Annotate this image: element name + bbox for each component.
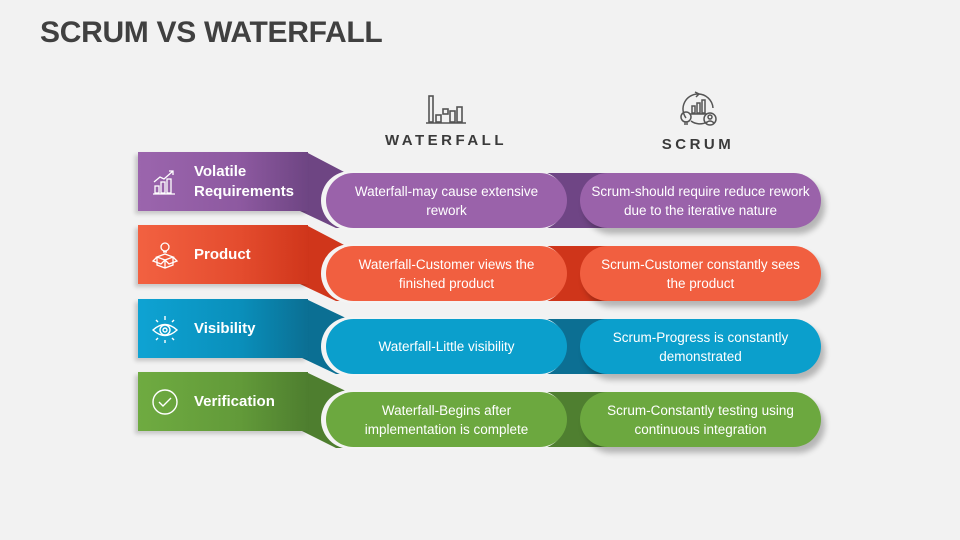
waterfall-column-header: WATERFALL bbox=[346, 94, 546, 149]
row-label: Product bbox=[194, 245, 251, 263]
waterfall-cell: Waterfall-may cause extensive rework bbox=[326, 173, 567, 228]
check-circle-icon bbox=[150, 387, 180, 417]
waterfall-cell: Waterfall-Little visibility bbox=[326, 319, 567, 374]
row-label-tab: Volatile Requirements bbox=[138, 152, 308, 211]
comparison-row-visibility: Visibility Waterfall-Little visibility S… bbox=[0, 299, 960, 379]
page-title: SCRUM VS WATERFALL bbox=[40, 16, 383, 49]
waterfall-cell: Waterfall-Begins after implementation is… bbox=[326, 392, 567, 447]
row-label: Volatile Requirements bbox=[194, 162, 294, 202]
row-label: Verification bbox=[194, 392, 275, 410]
row-label-line2: Requirements bbox=[194, 182, 295, 200]
scrum-cell: Scrum-should require reduce rework due t… bbox=[580, 173, 821, 228]
row-label: Visibility bbox=[194, 319, 256, 337]
comparison-row-product: Product Waterfall-Customer views the fin… bbox=[0, 225, 960, 305]
agile-cycle-icon bbox=[598, 88, 798, 130]
comparison-row-volatile-requirements: Volatile Requirements Waterfall-may caus… bbox=[0, 152, 960, 232]
growth-chart-icon bbox=[150, 167, 180, 197]
waterfall-cell: Waterfall-Customer views the finished pr… bbox=[326, 246, 567, 301]
row-label-tab: Visibility bbox=[138, 299, 308, 358]
scrum-cell: Scrum-Customer constantly sees the produ… bbox=[580, 246, 821, 301]
bar-chart-steps-icon bbox=[346, 94, 546, 126]
scrum-column-label: SCRUM bbox=[661, 136, 735, 153]
row-label-tab: Product bbox=[138, 225, 308, 284]
eye-icon bbox=[150, 314, 180, 344]
scrum-cell: Scrum-Progress is constantly demonstrate… bbox=[580, 319, 821, 374]
row-label-tab: Verification bbox=[138, 372, 308, 431]
comparison-row-verification: Verification Waterfall-Begins after impl… bbox=[0, 372, 960, 452]
waterfall-column-label: WATERFALL bbox=[384, 132, 508, 149]
product-box-icon bbox=[150, 240, 180, 270]
scrum-column-header: SCRUM bbox=[598, 88, 798, 153]
row-label-line1: Volatile bbox=[194, 162, 247, 180]
scrum-cell: Scrum-Constantly testing using continuou… bbox=[580, 392, 821, 447]
